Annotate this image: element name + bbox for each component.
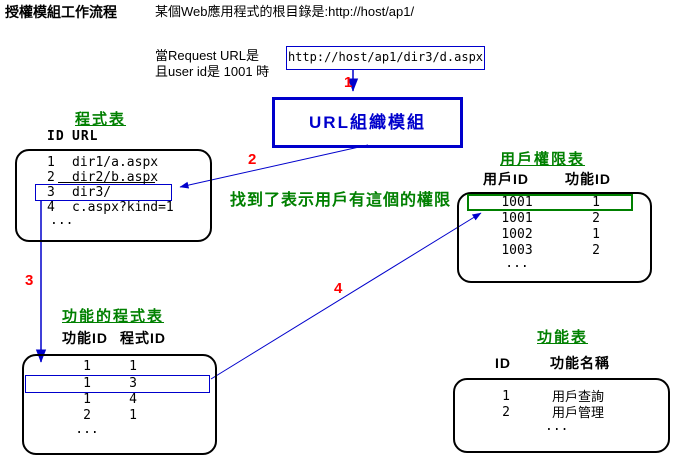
program-row2-underline bbox=[58, 182, 155, 183]
permission-table-header-userid: 用戶ID bbox=[483, 171, 529, 187]
table-ellipsis: ... bbox=[50, 213, 74, 228]
table-cell: 1 bbox=[83, 376, 91, 391]
table-cell: 1001 bbox=[501, 195, 533, 210]
step-label-1: 1 bbox=[344, 74, 353, 91]
request-url-box: http://host/ap1/dir3/d.aspx bbox=[286, 46, 485, 70]
function-program-highlight-row bbox=[25, 375, 210, 393]
program-table-header-id: ID bbox=[47, 129, 65, 144]
step-label-3: 3 bbox=[25, 272, 34, 289]
table-cell: 1 bbox=[592, 227, 600, 242]
table-cell: 1 bbox=[83, 392, 91, 407]
arrow-step4-line bbox=[210, 212, 482, 380]
found-permission-message: 找到了表示用戶有這個的權限 bbox=[230, 192, 452, 209]
table-row: 1 bbox=[47, 155, 55, 170]
table-cell: dir3/ bbox=[72, 185, 112, 200]
function-program-table-box bbox=[22, 354, 217, 455]
table-cell: 2 bbox=[592, 243, 600, 258]
table-cell: 1002 bbox=[501, 227, 533, 242]
table-cell: c.aspx?kind=1 bbox=[72, 200, 174, 215]
table-cell: dir2/b.aspx bbox=[72, 170, 159, 185]
program-table-header-url: URL bbox=[72, 129, 99, 144]
function-program-header-funcid: 功能ID bbox=[62, 330, 108, 346]
table-cell: 1001 bbox=[501, 211, 533, 226]
permission-table-header-funcid: 功能ID bbox=[565, 171, 611, 187]
table-ellipsis: ... bbox=[545, 419, 569, 434]
step-label-2: 2 bbox=[248, 151, 257, 168]
table-cell: 2 bbox=[502, 405, 510, 420]
permission-table-box bbox=[457, 192, 652, 283]
function-table-header-name: 功能名稱 bbox=[550, 355, 610, 371]
permission-table-title: 用戶權限表 bbox=[500, 151, 586, 168]
step-label-4: 4 bbox=[334, 280, 343, 297]
table-ellipsis: ... bbox=[75, 422, 99, 437]
url-module-label: URL組織模組 bbox=[309, 112, 426, 132]
table-cell: dir1/a.aspx bbox=[72, 155, 159, 170]
table-cell: 2 bbox=[83, 408, 91, 423]
table-cell: 1 bbox=[592, 195, 600, 210]
table-cell: 1003 bbox=[501, 243, 533, 258]
table-row: 2 bbox=[47, 170, 55, 185]
function-program-table-title: 功能的程式表 bbox=[62, 308, 165, 325]
table-cell: 2 bbox=[592, 211, 600, 226]
request-condition-line1: 當Request URL是 bbox=[155, 48, 260, 63]
page-subtitle: 某個Web應用程式的根目錄是:http://host/ap1/ bbox=[155, 4, 415, 19]
table-cell: 4 bbox=[129, 392, 137, 407]
table-row: 3 bbox=[47, 185, 55, 200]
function-table-header-id: ID bbox=[495, 355, 511, 371]
table-cell: 1 bbox=[129, 408, 137, 423]
table-cell: 1 bbox=[83, 359, 91, 374]
request-url-value: http://host/ap1/dir3/d.aspx bbox=[287, 50, 484, 65]
program-table-title: 程式表 bbox=[75, 111, 127, 128]
table-cell: 3 bbox=[129, 376, 137, 391]
function-table-box bbox=[453, 378, 670, 453]
request-condition-line2: 且user id是 1001 時 bbox=[155, 64, 270, 79]
table-cell: 1 bbox=[502, 389, 510, 404]
table-row: 4 bbox=[47, 200, 55, 215]
permission-table-highlight-row bbox=[467, 194, 633, 211]
table-cell: 1 bbox=[129, 359, 137, 374]
function-program-header-progid: 程式ID bbox=[120, 330, 166, 346]
table-cell: 用戶管理 bbox=[552, 405, 605, 420]
page-title: 授權模組工作流程 bbox=[5, 4, 117, 20]
function-table-title: 功能表 bbox=[537, 329, 589, 346]
url-module-box: URL組織模組 bbox=[272, 97, 463, 148]
table-ellipsis: ... bbox=[505, 256, 529, 271]
program-table-highlight-row bbox=[35, 184, 172, 201]
table-cell: 用戶查詢 bbox=[552, 389, 605, 404]
program-table-box bbox=[15, 149, 212, 242]
